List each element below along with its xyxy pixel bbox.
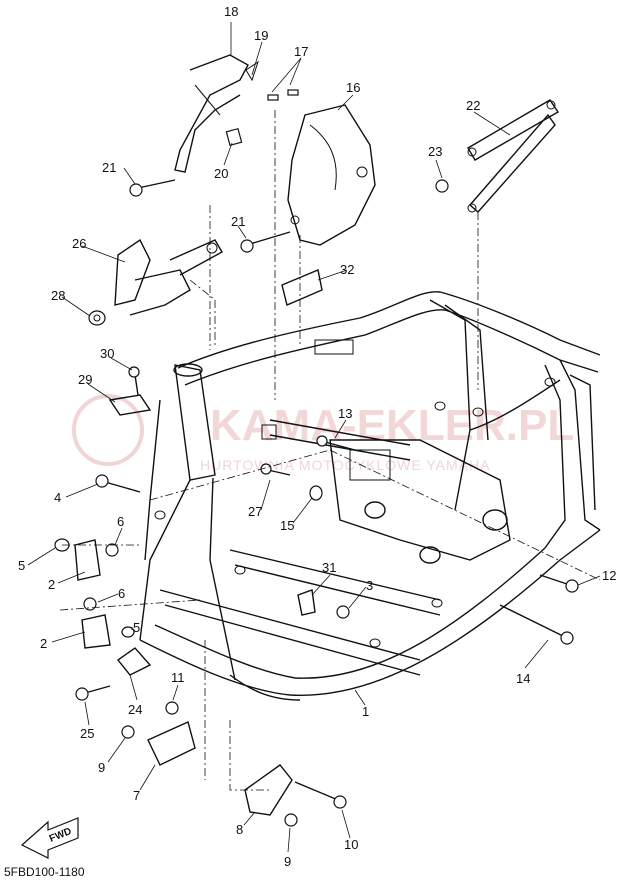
bolt-30 — [128, 366, 140, 396]
callout-6b: 6 — [118, 586, 125, 601]
bracket-8 — [244, 764, 293, 816]
bracket-22 — [467, 99, 559, 213]
bolt-14 — [499, 604, 574, 645]
diagram-code: 5FBD100-1180 — [4, 865, 85, 879]
callout-27: 27 — [248, 504, 262, 519]
bolt-13 — [316, 435, 356, 451]
callout-31: 31 — [322, 560, 336, 575]
callout-26: 26 — [72, 236, 86, 251]
callout-5a: 5 — [18, 558, 25, 573]
callout-16: 16 — [346, 80, 360, 95]
callout-9b: 9 — [284, 854, 291, 869]
callout-6a: 6 — [117, 514, 124, 529]
washer-5b — [121, 626, 135, 638]
callout-13: 13 — [338, 406, 352, 421]
bracket-7 — [147, 721, 196, 766]
bracket-2b — [81, 614, 111, 649]
bracket-26 — [114, 238, 223, 316]
cover-16 — [287, 104, 376, 246]
callout-18: 18 — [224, 4, 238, 19]
assembly-lines — [59, 110, 601, 791]
bolt-25 — [75, 685, 111, 701]
callout-15: 15 — [280, 518, 294, 533]
bolt-3 — [336, 605, 350, 619]
bolt-4 — [95, 474, 141, 493]
callout-2b: 2 — [40, 636, 47, 651]
grommet-28 — [88, 310, 106, 326]
callout-10: 10 — [344, 837, 358, 852]
bolt-12 — [539, 574, 579, 593]
callout-4: 4 — [54, 490, 61, 505]
callout-22: 22 — [466, 98, 480, 113]
callouts: 18 19 17 16 22 23 21 20 21 26 32 28 30 2… — [18, 4, 616, 869]
fwd-arrow-icon: FWD — [20, 817, 79, 859]
callout-12: 12 — [602, 568, 616, 583]
watermark-subtitle: HURTOWNIA MOTOCYKLOWE YAMAHA — [200, 457, 490, 473]
leader-lines — [27, 22, 601, 853]
bracket-24 — [116, 647, 152, 676]
collar-15 — [309, 485, 323, 501]
bracket-31 — [297, 589, 316, 616]
callout-5b: 5 — [133, 620, 140, 635]
collar-11 — [165, 701, 179, 715]
callout-23: 23 — [428, 144, 442, 159]
bolt-10 — [294, 781, 347, 809]
callout-14: 14 — [516, 671, 530, 686]
bolt-21a — [129, 179, 176, 197]
callout-17: 17 — [294, 44, 308, 59]
bolt-9a — [121, 725, 135, 739]
callout-7: 7 — [133, 788, 140, 803]
callout-32: 32 — [340, 262, 354, 277]
callout-29: 29 — [78, 372, 92, 387]
callout-25: 25 — [80, 726, 94, 741]
clips-17 — [267, 89, 299, 101]
bracket-2a — [74, 539, 101, 581]
nut-23 — [435, 179, 449, 193]
callout-24: 24 — [128, 702, 142, 717]
callout-1: 1 — [362, 704, 369, 719]
bracket-29 — [108, 394, 152, 416]
bolt-21b — [240, 231, 291, 253]
main-frame — [139, 291, 601, 701]
part-19 — [245, 60, 259, 82]
bracket-18 — [174, 54, 249, 173]
callout-19: 19 — [254, 28, 268, 43]
callout-2a: 2 — [48, 577, 55, 592]
callout-8: 8 — [236, 822, 243, 837]
callout-30: 30 — [100, 346, 114, 361]
plate-32 — [281, 269, 323, 306]
callout-21a: 21 — [102, 160, 116, 175]
callout-3: 3 — [366, 578, 373, 593]
callout-9a: 9 — [98, 760, 105, 775]
bolt-9b — [284, 813, 298, 827]
pad-20 — [225, 127, 243, 147]
watermark-logo — [72, 394, 144, 466]
callout-20: 20 — [214, 166, 228, 181]
callout-11: 11 — [171, 670, 185, 685]
callout-28: 28 — [51, 288, 65, 303]
callout-21b: 21 — [231, 214, 245, 229]
bolt-6a — [105, 543, 119, 557]
bolt-6b — [83, 597, 97, 611]
